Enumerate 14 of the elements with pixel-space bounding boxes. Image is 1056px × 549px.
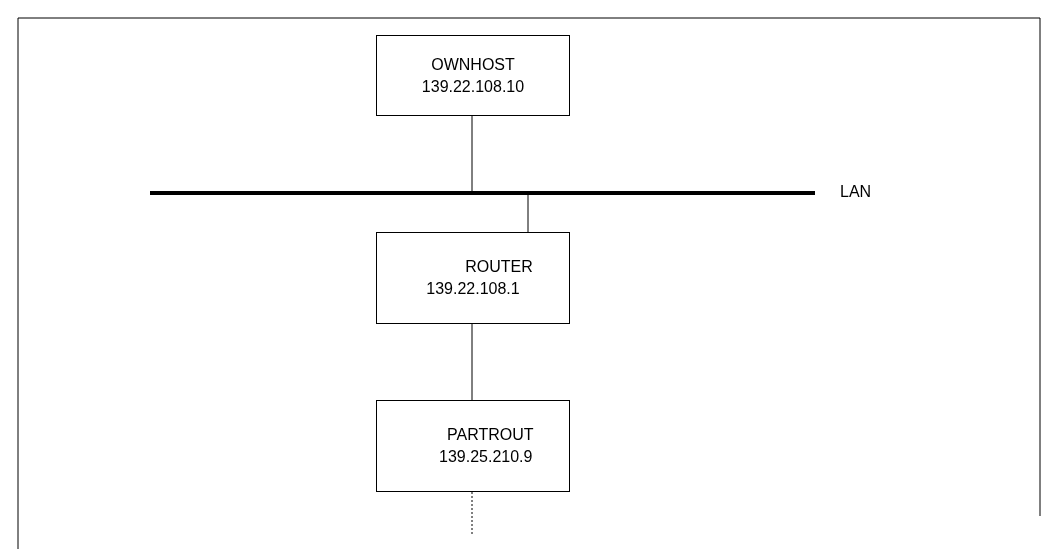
network-label: LAN [840, 183, 872, 201]
connector-line [471, 323, 473, 401]
device-box [376, 400, 570, 492]
ip-address: 139.25.210.9 [438, 447, 534, 467]
connector-line [471, 491, 473, 536]
device-box [376, 232, 570, 324]
connector-line [527, 194, 529, 233]
host-name: PARTROUT [446, 425, 535, 445]
host-name: ROUTER [464, 257, 534, 277]
host-name: OWNHOST [430, 54, 516, 75]
device-box [376, 35, 570, 116]
ip-address: 139.22.108.10 [420, 76, 526, 97]
connector-line [471, 115, 473, 192]
ip-address: 139.22.108.1 [425, 279, 521, 299]
